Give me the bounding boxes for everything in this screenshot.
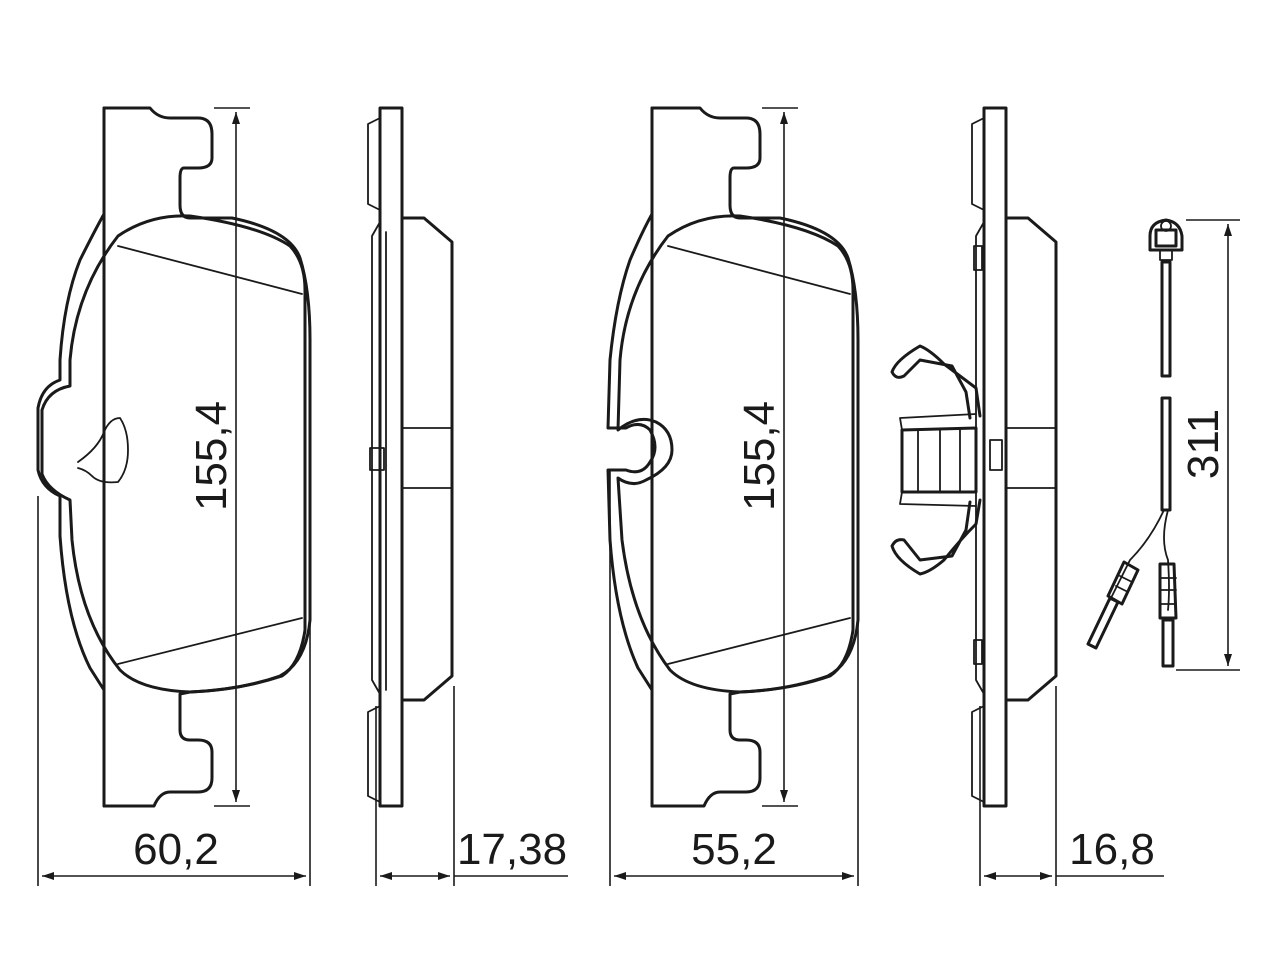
sensor-length-label: 311 — [1179, 409, 1228, 479]
retaining-spring-clip — [890, 344, 982, 576]
pad2-side-view — [971, 106, 1058, 808]
pad1-height-label: 155,4 — [187, 401, 236, 511]
pad1-width-label: 60,2 — [133, 825, 219, 874]
pad2-height-label: 155,4 — [735, 401, 784, 511]
pad2-thickness-label: 16,8 — [1069, 825, 1155, 874]
pad1-thickness-label: 17,38 — [457, 825, 567, 874]
wear-sensor — [1086, 218, 1184, 668]
dimension-lines — [37, 107, 1240, 886]
pad2-width-label: 55,2 — [691, 825, 777, 874]
pad1-front-view — [36, 106, 312, 808]
pad2-front-view — [606, 106, 860, 808]
pad1-side-view — [367, 106, 454, 808]
